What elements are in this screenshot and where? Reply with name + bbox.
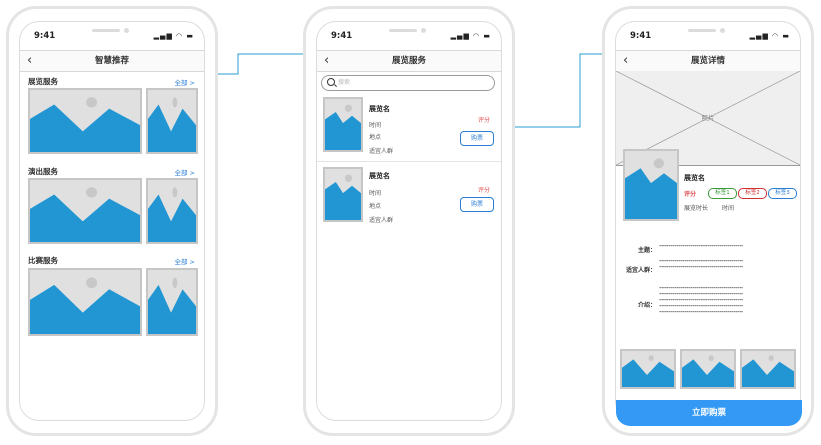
image-placeholder-icon: [742, 355, 794, 387]
competition-image-small[interactable]: [146, 268, 198, 336]
all-link-performance[interactable]: 全部 >: [174, 169, 195, 177]
gallery-image-3[interactable]: [740, 349, 796, 389]
camera: [421, 28, 426, 33]
exhibition-rating: 评分: [478, 187, 491, 194]
exhibition-image-small[interactable]: [146, 88, 198, 154]
item-divider: [317, 161, 501, 162]
signal-wifi-battery-icon: ▂▄▆ ◠ ▬: [450, 32, 491, 40]
exhibition-name[interactable]: 展览名: [369, 172, 390, 180]
buy-ticket-button[interactable]: 购票: [460, 197, 494, 212]
status-bar: 9:41 ▂▄▆ ◠ ▬: [616, 22, 800, 50]
back-icon[interactable]: ‹: [623, 53, 629, 68]
section-title-competition: 比赛服务: [28, 256, 58, 265]
exhibition-duration: 展览时长: [684, 205, 709, 212]
screen-exhibitions: 9:41 ▂▄▆ ◠ ▬ ‹ 展览服务 搜索 展览名 时间 地点 适宜人群 评分…: [316, 21, 502, 421]
all-link-competition[interactable]: 全部 >: [174, 258, 195, 266]
phone-exhibitions: 9:41 ▂▄▆ ◠ ▬ ‹ 展览服务 搜索 展览名 时间 地点 适宜人群 评分…: [303, 6, 515, 436]
page-title: 展览服务: [391, 56, 426, 66]
section-title-exhibition: 展览服务: [28, 77, 58, 86]
exhibition-rating: 评分: [478, 117, 491, 124]
buy-ticket-button[interactable]: 购票: [460, 131, 494, 146]
status-time: 9:41: [630, 31, 652, 41]
signal-wifi-battery-icon: ▂▄▆ ◠ ▬: [153, 32, 194, 40]
exhibition-thumbnail[interactable]: [323, 167, 363, 222]
intro-label: 介绍：: [637, 302, 656, 309]
camera: [720, 28, 725, 33]
tag-2: 标签2: [738, 188, 767, 199]
image-placeholder-icon: [30, 277, 140, 334]
status-bar: 9:41 ▂▄▆ ◠ ▬: [20, 22, 204, 50]
phone-detail: 9:41 ▂▄▆ ◠ ▬ ‹ 展览详情 照片 展览名 评分 标签1 标签2 标签…: [602, 6, 814, 436]
camera: [124, 28, 129, 33]
gallery-image-1[interactable]: [620, 349, 676, 389]
nav-bar: ‹ 展览服务: [317, 50, 501, 72]
image-placeholder-icon: [325, 104, 361, 150]
back-icon[interactable]: ‹: [324, 53, 330, 68]
speaker: [389, 29, 417, 32]
image-placeholder-icon: [625, 158, 677, 219]
competition-image-large[interactable]: [28, 268, 142, 336]
image-placeholder-icon: [30, 97, 140, 152]
speaker: [92, 29, 120, 32]
performance-image-large[interactable]: [28, 178, 142, 244]
page-title: 展览详情: [690, 56, 725, 66]
intro-value: ****************************************…: [659, 287, 743, 316]
exhibition-image-large[interactable]: [28, 88, 142, 154]
search-placeholder: 搜索: [338, 79, 351, 86]
theme-value: ****************************************…: [659, 245, 743, 250]
section-title-performance: 演出服务: [28, 167, 58, 176]
exhibition-place: 地点: [369, 203, 382, 210]
gallery-image-2[interactable]: [680, 349, 736, 389]
phone-recommend: 9:41 ▂▄▆ ◠ ▬ ‹ 智慧推荐 展览服务 全部 > 演出服务 全部 > …: [6, 6, 218, 436]
image-placeholder-icon: [30, 187, 140, 242]
exhibition-time: 时间: [722, 205, 735, 212]
tag-3: 标签3: [768, 188, 797, 199]
theme-label: 主题：: [637, 247, 656, 254]
exhibition-poster: [623, 149, 679, 221]
back-icon[interactable]: ‹: [27, 53, 33, 68]
exhibition-place: 地点: [369, 134, 382, 141]
exhibition-name[interactable]: 展览名: [369, 105, 390, 113]
screen-recommend: 9:41 ▂▄▆ ◠ ▬ ‹ 智慧推荐 展览服务 全部 > 演出服务 全部 > …: [19, 21, 205, 421]
exhibition-rating: 评分: [684, 191, 697, 198]
exhibition-time: 时间: [369, 190, 382, 197]
image-placeholder-icon: [148, 97, 196, 152]
tag-1: 标签1: [708, 188, 737, 199]
image-placeholder-icon: [325, 174, 361, 220]
search-icon: [327, 78, 335, 86]
exhibition-time: 时间: [369, 122, 382, 129]
exhibition-audience: 适宜人群: [369, 148, 394, 155]
status-bar: 9:41 ▂▄▆ ◠ ▬: [317, 22, 501, 50]
page-title: 智慧推荐: [94, 56, 129, 66]
status-time: 9:41: [331, 31, 353, 41]
tag-list: 标签1 标签2 标签3: [708, 188, 798, 199]
nav-bar: ‹ 展览详情: [616, 50, 800, 72]
all-link-exhibition[interactable]: 全部 >: [174, 79, 195, 87]
image-placeholder-icon: [148, 277, 196, 334]
nav-bar: ‹ 智慧推荐: [20, 50, 204, 72]
exhibition-thumbnail[interactable]: [323, 97, 363, 152]
exhibition-audience: 适宜人群: [369, 217, 394, 224]
buy-now-button[interactable]: 立即购票: [616, 400, 802, 426]
photo-label: 照片: [701, 114, 715, 122]
audience-label: 适宜人群：: [625, 267, 656, 274]
speaker: [688, 29, 716, 32]
image-placeholder-icon: [148, 187, 196, 242]
signal-wifi-battery-icon: ▂▄▆ ◠ ▬: [749, 32, 790, 40]
image-placeholder-icon: [622, 355, 674, 387]
status-time: 9:41: [34, 31, 56, 41]
exhibition-name: 展览名: [684, 174, 705, 182]
image-placeholder-icon: [682, 355, 734, 387]
search-input[interactable]: 搜索: [321, 75, 495, 91]
audience-value: ****************************************…: [659, 260, 743, 271]
performance-image-small[interactable]: [146, 178, 198, 244]
screen-detail: 9:41 ▂▄▆ ◠ ▬ ‹ 展览详情 照片 展览名 评分 标签1 标签2 标签…: [615, 21, 801, 421]
